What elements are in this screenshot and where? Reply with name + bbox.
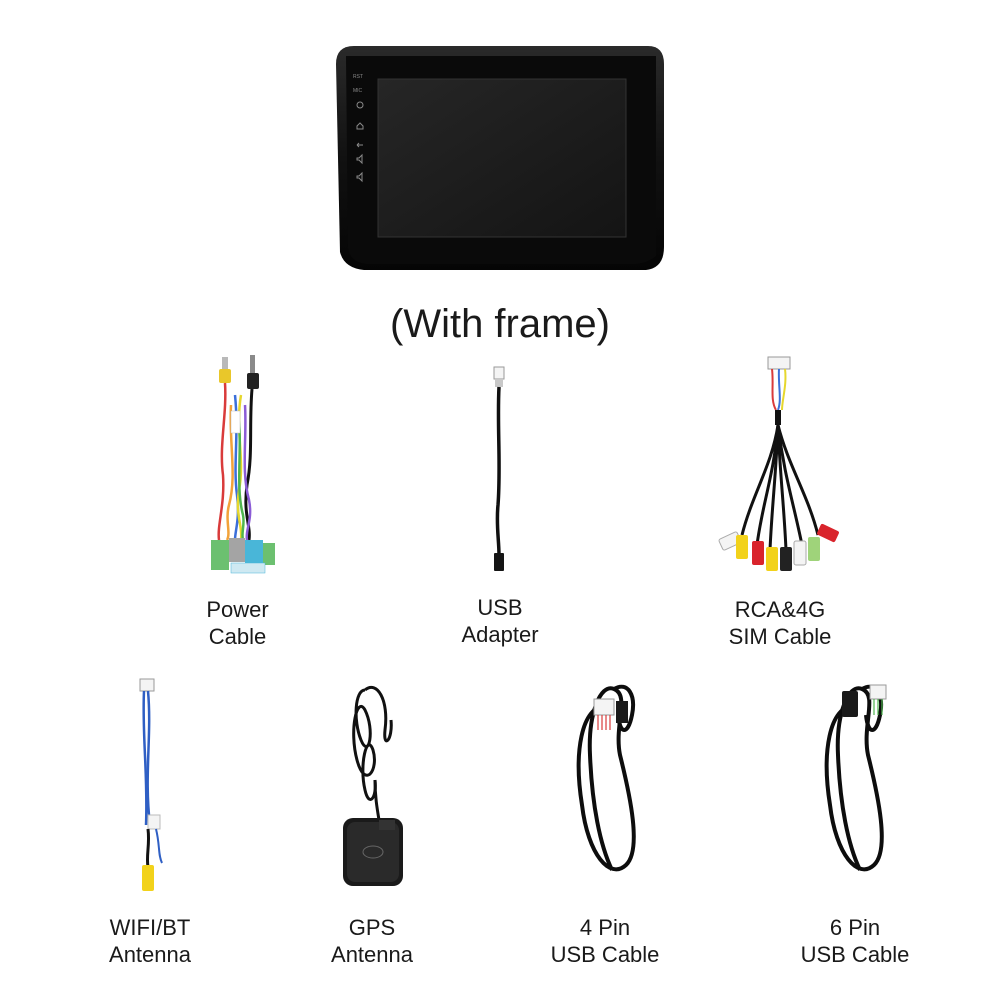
power-icon [356,101,364,109]
caption-usb-adapter-line2: Adapter [461,622,539,647]
caption-gps-antenna-line1: GPS [348,915,396,940]
caption-wifi-bt-antenna-line2: Antenna [109,942,191,967]
caption-usb-cable-6pin-line2: USB Cable [800,942,910,967]
rca-plug-red-b [817,523,839,543]
green-connector-a [211,540,229,570]
home-icon [356,122,364,130]
caption-wifi-bt-antenna: WIFI/BT Antenna [80,914,220,968]
caption-usb-cable-4pin-line1: 4 Pin [579,915,631,940]
usb-cable-4pin-image [570,675,645,890]
frame-caption: (With frame) [390,302,610,346]
caption-rca-4g-sim-cable-line2: SIM Cable [728,624,832,649]
antenna-plug-yellow [142,865,154,891]
usb-plug-6pin [869,684,887,700]
side-button-panel [350,70,370,190]
gps-antenna-image [335,680,410,890]
button-label-mic: MIC [353,88,363,94]
caption-gps-antenna: GPS Antenna [302,914,442,968]
green-connector-b [263,543,275,565]
wifi-bt-antenna-image [130,675,180,895]
power-cable-image [205,355,280,580]
caption-wifi-bt-antenna-line1: WIFI/BT [109,915,191,940]
rca-plug-yellow-b [766,547,778,571]
usb-plug-4pin [593,698,615,716]
caption-rca-4g-sim-cable-line1: RCA&4G [734,597,826,622]
rca-plug-black [780,547,792,571]
volume-down-icon [356,171,363,183]
caption-usb-cable-4pin: 4 Pin USB Cable [530,914,680,968]
caption-usb-adapter: USB Adapter [420,594,580,648]
caption-usb-cable-6pin: 6 Pin USB Cable [780,914,930,968]
caption-usb-cable-6pin-line1: 6 Pin [829,915,881,940]
rca-plug-white-b [793,540,807,566]
caption-rca-4g-sim-cable: RCA&4G SIM Cable [690,596,870,650]
rca-plug-red-a [752,541,764,565]
usb-cable-6pin-image [820,675,895,890]
caption-power-cable: Power Cable [160,596,315,650]
head-unit-image [334,42,668,274]
display-screen [378,79,626,237]
rca-plug-green [808,537,820,561]
rca-plug-yellow-a [736,535,748,559]
button-label-rst: RST [353,74,363,80]
caption-usb-adapter-line1: USB [477,595,523,620]
caption-power-cable-line2: Cable [208,624,267,649]
volume-up-icon [356,153,363,165]
caption-power-cable-line1: Power [206,597,269,622]
usb-adapter-image [484,365,514,575]
gray-connector [229,538,245,562]
blue-connector [245,540,263,570]
rca-4g-sim-cable-image [712,355,847,580]
caption-gps-antenna-line2: Antenna [331,942,413,967]
caption-usb-cable-4pin-line2: USB Cable [550,942,660,967]
back-icon [356,142,363,148]
